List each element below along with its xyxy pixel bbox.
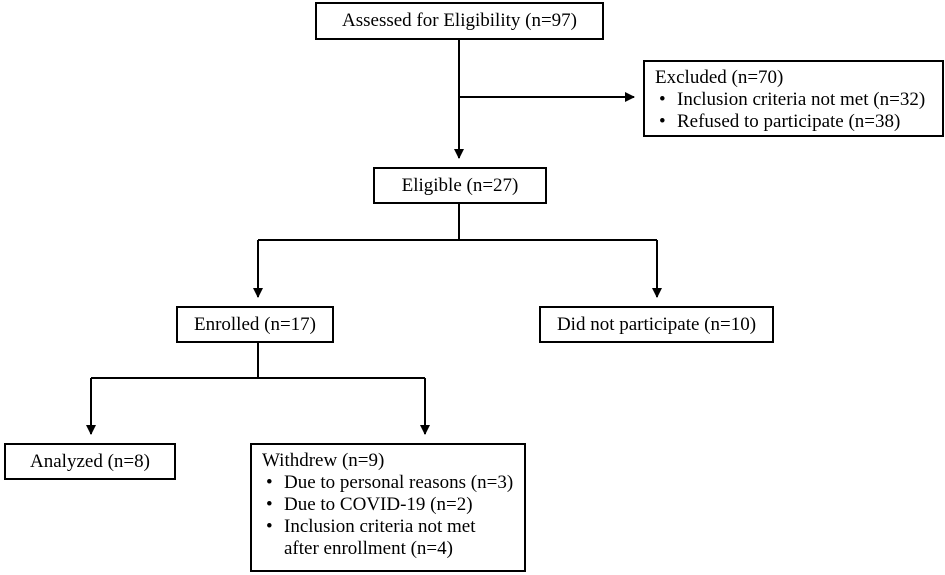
did-not-participate-label: Did not participate (n=10) bbox=[556, 313, 757, 335]
excluded-list: Inclusion criteria not met (n=32) Refuse… bbox=[655, 89, 932, 133]
eligible-box: Eligible (n=27) bbox=[373, 167, 547, 204]
excluded-reason: Refused to participate (n=38) bbox=[655, 111, 932, 133]
enrolled-box: Enrolled (n=17) bbox=[176, 306, 334, 343]
withdrew-reason: Due to personal reasons (n=3) bbox=[262, 472, 514, 494]
withdrew-reason: Inclusion criteria not met after enrollm… bbox=[262, 516, 514, 560]
withdrew-list: Due to personal reasons (n=3) Due to COV… bbox=[262, 472, 514, 560]
assessed-box: Assessed for Eligibility (n=97) bbox=[315, 2, 604, 40]
analyzed-box: Analyzed (n=8) bbox=[4, 443, 176, 480]
assessed-label: Assessed for Eligibility (n=97) bbox=[342, 10, 577, 31]
excluded-reason: Inclusion criteria not met (n=32) bbox=[655, 89, 932, 111]
excluded-box: Excluded (n=70) Inclusion criteria not m… bbox=[643, 60, 944, 137]
withdrew-reason: Due to COVID-19 (n=2) bbox=[262, 494, 514, 516]
enrolled-label: Enrolled (n=17) bbox=[193, 313, 317, 335]
excluded-title: Excluded (n=70) bbox=[655, 67, 784, 88]
withdrew-box: Withdrew (n=9) Due to personal reasons (… bbox=[250, 443, 526, 572]
withdrew-title: Withdrew (n=9) bbox=[262, 450, 385, 471]
eligible-label: Eligible (n=27) bbox=[401, 174, 519, 196]
did-not-participate-box: Did not participate (n=10) bbox=[539, 306, 774, 343]
analyzed-label: Analyzed (n=8) bbox=[30, 450, 150, 472]
